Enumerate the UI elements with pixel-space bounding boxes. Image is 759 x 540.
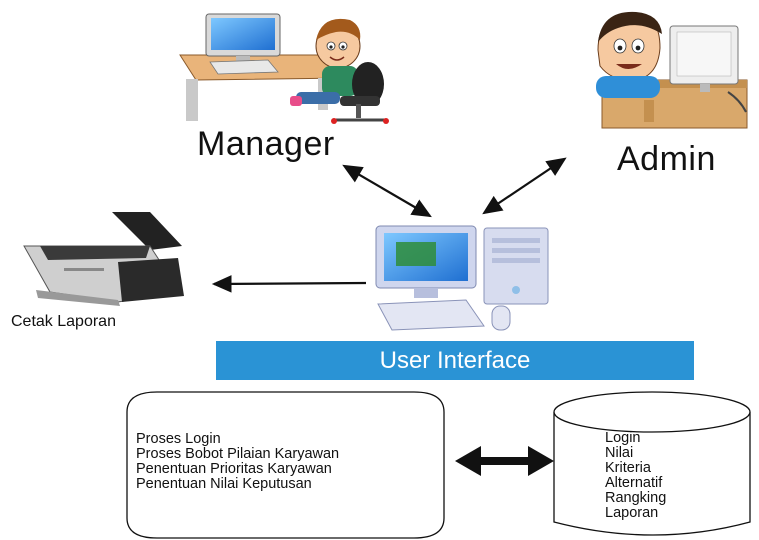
process-box [126,391,445,539]
database-item: Nilai [605,445,634,461]
database-item: Login [605,430,641,446]
database-item: Laporan [605,505,659,521]
process-item: Penentuan Nilai Keputusan [136,476,312,492]
process-database-arrow [455,446,554,476]
database-table-list: Login Nilai Kriteria Alternatif Rangking… [605,431,666,521]
desktop-computer-icon [375,225,549,331]
process-list: Proses Login Proses Bobot Pilaian Karyaw… [136,432,339,492]
printer-icon [23,212,184,306]
database-cylinder-icon [553,391,751,536]
database-item: Kriteria [605,460,651,476]
process-item: Proses Bobot Pilaian Karyawan [136,446,340,462]
manager-at-desk-icon [179,13,389,124]
computer-printer-arrow [211,275,367,293]
process-item: Penentuan Prioritas Karyawan [136,461,332,477]
database-item: Alternatif [605,475,663,491]
user-interface-banner: User Interface [216,341,694,380]
user-interface-label: User Interface [379,346,531,374]
database-item: Rangking [605,490,667,506]
process-item: Proses Login [136,431,221,447]
print-report-label: Cetak Laporan [11,313,116,330]
admin-at-computer-icon [596,11,748,129]
admin-computer-arrow [482,157,567,215]
manager-computer-arrow [342,164,432,218]
manager-label: Manager [197,125,335,163]
admin-label: Admin [617,140,716,178]
